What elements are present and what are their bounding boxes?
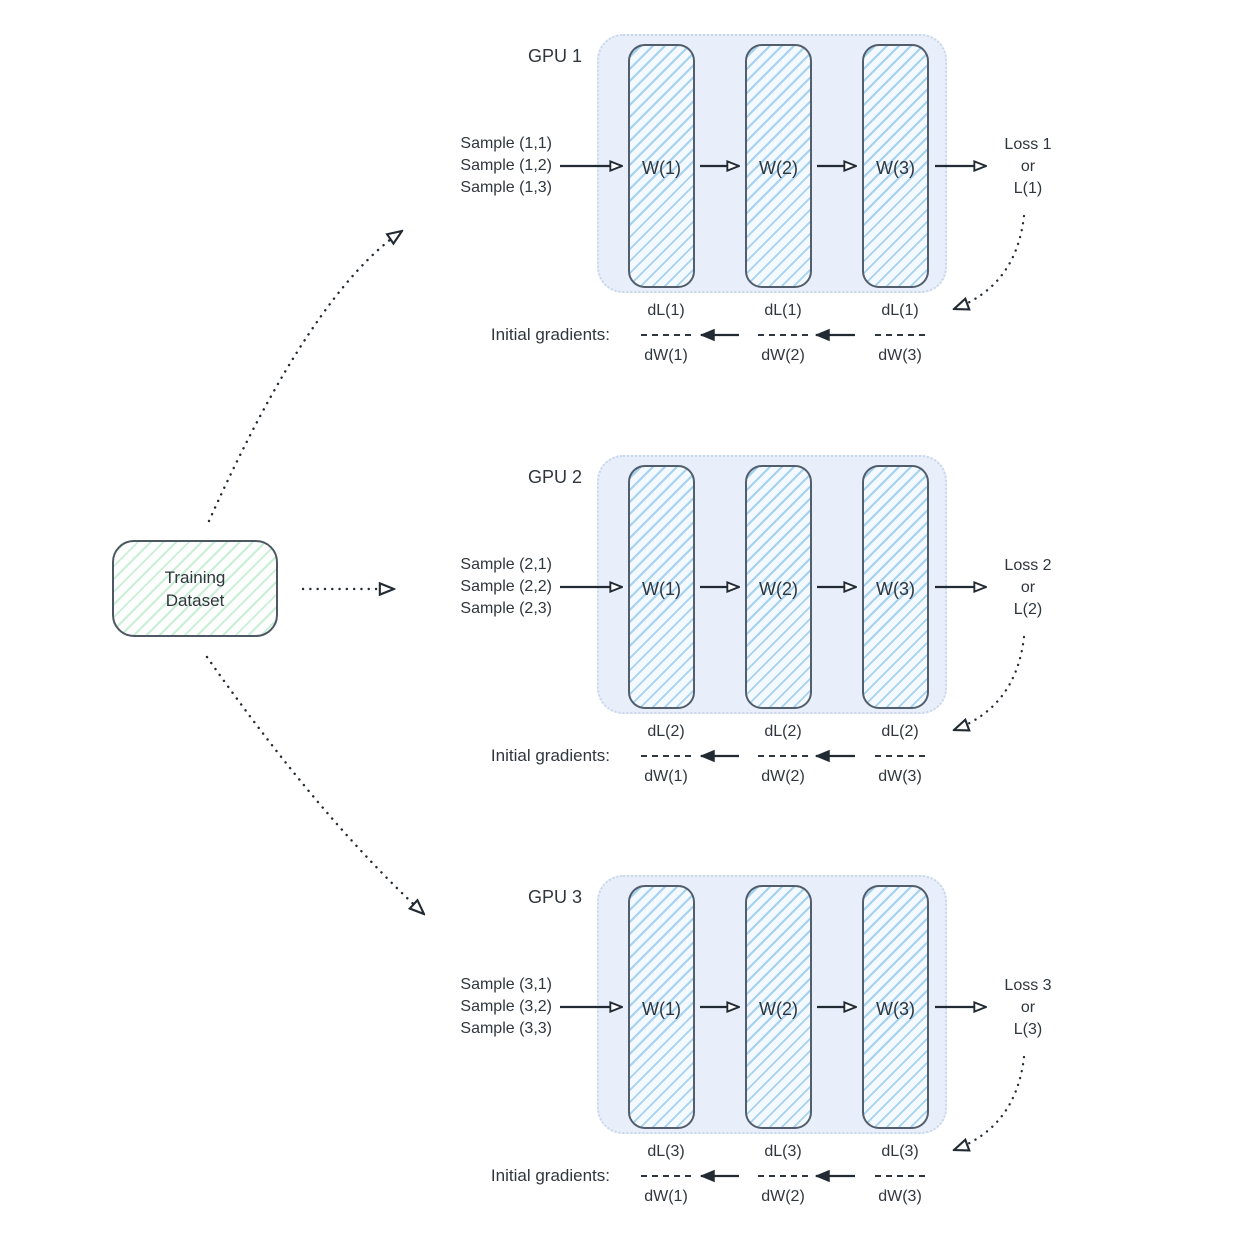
loss-to-gradients-arrow <box>954 635 1026 730</box>
gpu-3-weight-block-3: W(3) <box>862 885 929 1129</box>
loss-line2: or <box>1020 579 1036 596</box>
fraction-divider <box>641 755 691 757</box>
gradient-denominator: dW(1) <box>644 1188 688 1205</box>
gradient-fraction: dL(1) dW(3) <box>855 300 945 367</box>
weight-label: W(1) <box>642 158 681 178</box>
gpu-1-weight-block-3: W(3) <box>862 44 929 288</box>
weight-label: W(1) <box>642 579 681 599</box>
fraction-divider <box>875 755 925 757</box>
fraction-divider <box>875 334 925 336</box>
sample-item: Sample (3,3) <box>460 1020 552 1037</box>
gradient-numerator: dL(2) <box>764 723 802 740</box>
gpu-3-sample-list: Sample (3,1) Sample (3,2) Sample (3,3) <box>432 974 552 1040</box>
gpu-3-weight-block-2: W(2) <box>745 885 812 1129</box>
gpu-2-weight-block-3: W(3) <box>862 465 929 709</box>
gpu-1-weight-block-1: W(1) <box>628 44 695 288</box>
gpu-2-initial-gradients-label: Initial gradients: <box>490 746 610 765</box>
loss-line1: Loss 2 <box>1004 557 1052 574</box>
gradient-fraction: dL(2) dW(3) <box>855 721 945 788</box>
training-dataset-label-line1: Training <box>164 567 226 587</box>
gradient-fraction: dL(3) dW(1) <box>621 1141 711 1208</box>
gradient-numerator: dL(3) <box>881 1143 919 1160</box>
gradient-fraction: dL(2) dW(1) <box>621 721 711 788</box>
fraction-divider <box>758 334 808 336</box>
gradient-numerator: dL(2) <box>647 723 685 740</box>
gradient-numerator: dL(1) <box>647 302 685 319</box>
sample-item: Sample (3,2) <box>460 998 552 1015</box>
gradient-fraction: dL(1) dW(2) <box>738 300 828 367</box>
gpu-1-sample-list: Sample (1,1) Sample (1,2) Sample (1,3) <box>432 133 552 199</box>
gpu-3-loss-label: Loss 3 or L(3) <box>982 975 1074 1041</box>
fraction-divider <box>641 334 691 336</box>
gradient-denominator: dW(3) <box>878 768 922 785</box>
gradient-numerator: dL(1) <box>764 302 802 319</box>
gpu-3-label: GPU 3 <box>527 887 582 907</box>
weight-label: W(2) <box>759 999 798 1019</box>
gpu-2-weight-block-1: W(1) <box>628 465 695 709</box>
sample-item: Sample (1,3) <box>460 179 552 196</box>
training-dataset-box: Training Dataset <box>112 540 278 637</box>
loss-line2: or <box>1020 999 1036 1016</box>
sample-item: Sample (3,1) <box>460 976 552 993</box>
loss-line3: L(1) <box>1013 180 1043 197</box>
sample-item: Sample (1,2) <box>460 157 552 174</box>
gpu-3-group: GPU 3 Sample (3,1) Sample (3,2) Sample (… <box>0 841 1252 1244</box>
gpu-3-initial-gradients-label: Initial gradients: <box>490 1166 610 1185</box>
weight-label: W(3) <box>876 579 915 599</box>
sample-item: Sample (2,1) <box>460 556 552 573</box>
gradient-numerator: dL(3) <box>647 1143 685 1160</box>
gradient-denominator: dW(1) <box>644 347 688 364</box>
loss-line1: Loss 3 <box>1004 977 1052 994</box>
gradient-denominator: dW(2) <box>761 1188 805 1205</box>
gpu-2-sample-list: Sample (2,1) Sample (2,2) Sample (2,3) <box>432 554 552 620</box>
gradient-fraction: dL(3) dW(3) <box>855 1141 945 1208</box>
gpu-2-loss-label: Loss 2 or L(2) <box>982 555 1074 621</box>
weight-label: W(3) <box>876 158 915 178</box>
loss-line3: L(3) <box>1013 1021 1043 1038</box>
gpu-1-weight-block-2: W(2) <box>745 44 812 288</box>
loss-line3: L(2) <box>1013 601 1043 618</box>
gpu-1-label: GPU 1 <box>527 46 582 66</box>
loss-to-gradients-arrow <box>954 1055 1026 1150</box>
gradient-fraction: dL(1) dW(1) <box>621 300 711 367</box>
weight-label: W(3) <box>876 999 915 1019</box>
gpu-1-loss-label: Loss 1 or L(1) <box>982 134 1074 200</box>
gpu-2-group: GPU 2 Sample (2,1) Sample (2,2) Sample (… <box>0 421 1252 824</box>
sample-item: Sample (1,1) <box>460 135 552 152</box>
weight-label: W(2) <box>759 158 798 178</box>
loss-to-gradients-arrow <box>954 214 1026 309</box>
gradient-fraction: dL(2) dW(2) <box>738 721 828 788</box>
gradient-denominator: dW(2) <box>761 347 805 364</box>
gradient-denominator: dW(3) <box>878 1188 922 1205</box>
training-dataset-label-line2: Dataset <box>165 590 225 610</box>
loss-line2: or <box>1020 158 1036 175</box>
gpu-1-group: GPU 1 Sample (1,1) Sample (1,2) Sample (… <box>0 0 1252 403</box>
fraction-divider <box>641 1175 691 1177</box>
gradient-denominator: dW(3) <box>878 347 922 364</box>
gradient-denominator: dW(1) <box>644 768 688 785</box>
fraction-divider <box>758 755 808 757</box>
gpu-2-label: GPU 2 <box>527 467 582 487</box>
fraction-divider <box>758 1175 808 1177</box>
sample-item: Sample (2,2) <box>460 578 552 595</box>
weight-label: W(2) <box>759 579 798 599</box>
gpu-3-weight-block-1: W(1) <box>628 885 695 1129</box>
weight-label: W(1) <box>642 999 681 1019</box>
gradient-denominator: dW(2) <box>761 768 805 785</box>
gradient-numerator: dL(3) <box>764 1143 802 1160</box>
gpu-2-weight-block-2: W(2) <box>745 465 812 709</box>
gradient-fraction: dL(3) dW(2) <box>738 1141 828 1208</box>
gradient-numerator: dL(2) <box>881 723 919 740</box>
sample-item: Sample (2,3) <box>460 600 552 617</box>
loss-line1: Loss 1 <box>1004 136 1052 153</box>
gpu-1-initial-gradients-label: Initial gradients: <box>490 325 610 344</box>
fraction-divider <box>875 1175 925 1177</box>
gradient-numerator: dL(1) <box>881 302 919 319</box>
